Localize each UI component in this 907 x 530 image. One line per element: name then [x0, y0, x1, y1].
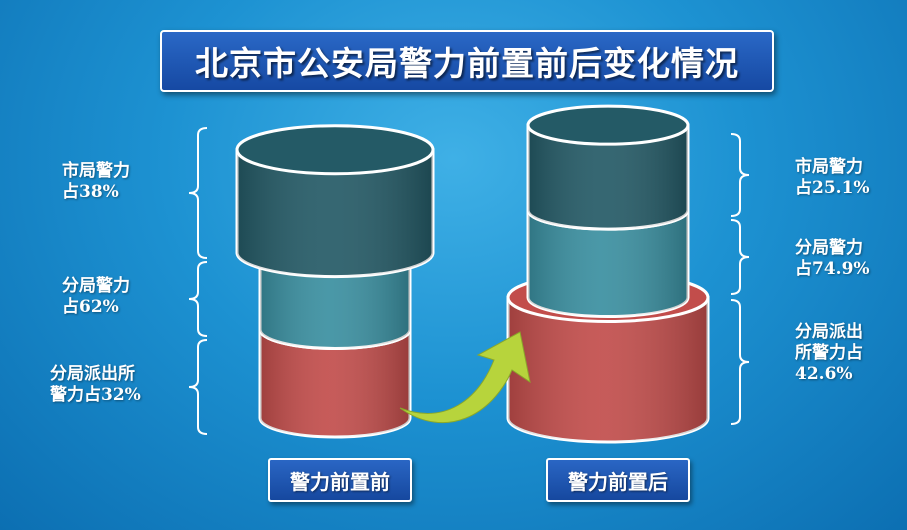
segment-after-city [526, 104, 690, 231]
brace-after-city [730, 133, 750, 217]
cylinder-after [506, 104, 710, 444]
brace-after-branch [730, 219, 750, 295]
label-before-station: 分局派出所 警力占32% [50, 364, 141, 405]
label-before-city: 市局警力 占38% [62, 161, 130, 202]
category-after-button[interactable]: 警力前置后 [546, 458, 690, 502]
segment-before-city [235, 124, 435, 279]
growth-arrow-icon [399, 331, 531, 424]
brace-before-station [188, 339, 208, 435]
cylinder-before [235, 124, 435, 439]
brace-after-station [730, 299, 750, 425]
brace-before-city [188, 127, 208, 259]
label-after-city: 市局警力 占25.1% [795, 157, 870, 198]
label-after-station: 分局派出 所警力占 42.6% [795, 322, 863, 384]
category-before-button[interactable]: 警力前置前 [268, 458, 412, 502]
title-banner: 北京市公安局警力前置前后变化情况 [160, 30, 774, 92]
label-before-branch: 分局警力 占62% [62, 276, 130, 317]
label-after-branch: 分局警力 占74.9% [795, 238, 870, 279]
brace-before-branch [188, 261, 208, 337]
page-title: 北京市公安局警力前置前后变化情况 [195, 44, 739, 83]
brackets [188, 127, 750, 435]
